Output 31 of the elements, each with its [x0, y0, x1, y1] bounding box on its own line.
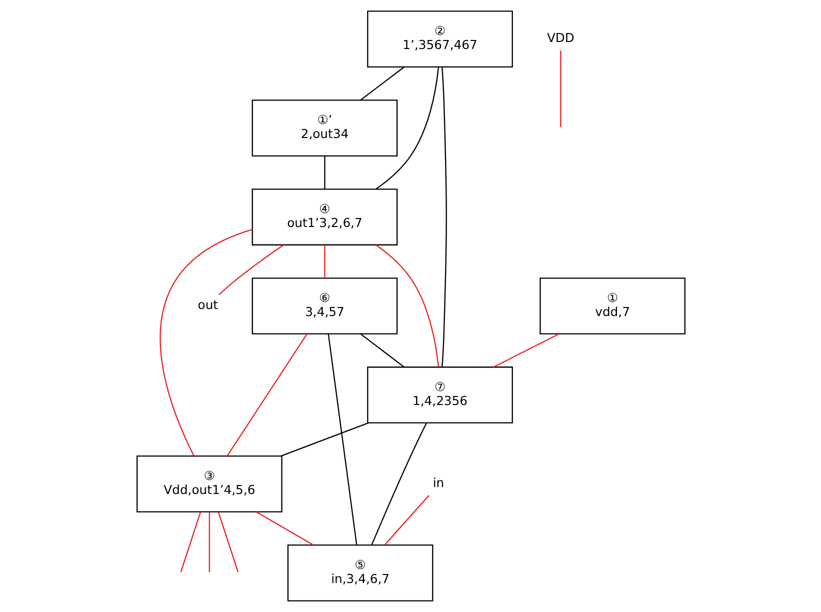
- connector: [384, 495, 429, 546]
- connector: [375, 244, 439, 367]
- node-text: VDD: [546, 31, 574, 45]
- node-box: ⑥ 3,4,57: [251, 278, 398, 334]
- connector: [441, 67, 446, 367]
- connector: [218, 244, 284, 296]
- connector: [375, 67, 439, 190]
- node-text: in: [432, 476, 444, 490]
- connector: [226, 334, 307, 456]
- connector: [280, 422, 368, 457]
- node-box: ② 1’,3567,467: [366, 10, 512, 68]
- connector: [256, 511, 314, 546]
- node-box: ⑤ in,3,4,6,7: [286, 544, 433, 602]
- connector: [324, 244, 325, 278]
- node-box: ③ Vdd,out1’4,5,6: [136, 456, 282, 512]
- connector: [324, 156, 325, 190]
- connector: [327, 334, 357, 546]
- connector: [159, 228, 252, 456]
- node-box: ④ out1’3,2,6,7: [251, 188, 398, 246]
- node-box: ① vdd,7: [539, 278, 685, 334]
- connector: [180, 512, 201, 572]
- node-box: ①’ 2,out34: [251, 100, 398, 156]
- connector: [560, 50, 561, 128]
- connector: [492, 333, 559, 368]
- connector: [208, 512, 210, 572]
- connector: [217, 512, 238, 572]
- connector: [360, 66, 404, 101]
- node-text: out: [197, 298, 218, 312]
- connector: [360, 334, 404, 368]
- connector: [370, 422, 426, 546]
- node-box: ⑦ 1,4,2356: [366, 366, 512, 424]
